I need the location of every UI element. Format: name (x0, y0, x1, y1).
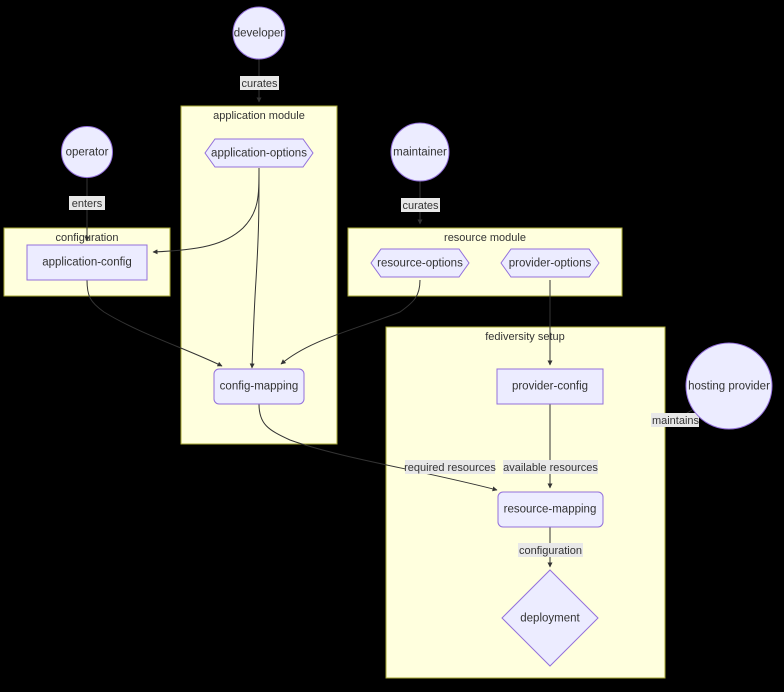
edge-providercfg-available: available resources (503, 404, 598, 489)
node-application-options[interactable]: application-options (204, 138, 314, 168)
edge-operator-enters-label: enters (72, 198, 103, 210)
edge-resopts-to-configmapping-path (280, 279, 421, 365)
edge-providercfg-available-label: available resources (503, 462, 598, 474)
edge-appopts-to-configmapping-path (249, 167, 260, 369)
node-developer-shape[interactable] (232, 6, 286, 60)
node-deployment-shape[interactable] (501, 569, 599, 667)
node-maintainer-label: maintainer (393, 147, 447, 159)
node-application-options-shape[interactable] (204, 138, 314, 168)
node-maintainer[interactable]: maintainer (390, 122, 450, 182)
edge-resmapping-configuration-label-bg (518, 543, 583, 557)
node-resource-options-shape[interactable] (370, 248, 470, 278)
node-config-mapping[interactable]: config-mapping (213, 368, 305, 405)
node-provider-options[interactable]: provider-options (500, 248, 600, 278)
node-provider-options-label: provider-options (509, 258, 592, 270)
node-hosting-provider[interactable]: hosting provider (685, 342, 773, 430)
edge-hosting-provider-maintains-label: maintains (652, 415, 700, 427)
edge-maintainer-curates: curates (401, 178, 440, 225)
node-resource-mapping[interactable]: resource-mapping (497, 491, 604, 528)
edge-hosting-provider-maintains: maintains (651, 409, 700, 427)
node-config-mapping-label: config-mapping (220, 381, 299, 393)
node-application-config[interactable]: application-config (26, 244, 148, 281)
cluster-resource-module-label: resource module (444, 232, 526, 244)
edge-maintainer-curates-label-bg (401, 198, 440, 212)
node-application-config-shape[interactable] (26, 244, 148, 281)
edge-appconfig-to-configmapping-path (86, 279, 223, 367)
node-hosting-provider-label: hosting provider (688, 381, 770, 393)
edge-appconfig-to-configmapping (86, 279, 223, 367)
edge-developer-curates: curates (240, 59, 279, 103)
edge-configmapping-required: required resources (258, 403, 498, 492)
node-deployment[interactable]: deployment (501, 569, 599, 667)
node-application-options-label: application-options (211, 148, 307, 160)
edge-appopts-to-configmapping (249, 167, 260, 369)
edge-developer-curates-label-bg (240, 76, 279, 90)
edge-providercfg-available-label-bg (503, 460, 598, 474)
node-developer[interactable]: developer (232, 6, 286, 60)
node-resource-mapping-shape[interactable] (497, 491, 604, 528)
node-provider-config-label: provider-config (512, 381, 588, 393)
node-provider-options-shape[interactable] (500, 248, 600, 278)
edge-resmapping-configuration-label: configuration (519, 545, 582, 557)
node-resource-options[interactable]: resource-options (370, 248, 470, 278)
node-operator[interactable]: operator (61, 126, 113, 178)
cluster-application-module-label: application module (213, 110, 305, 122)
edge-resmapping-configuration: configuration (518, 527, 583, 568)
edge-configmapping-required-label-bg (405, 460, 495, 474)
edge-operator-enters-label-bg (69, 196, 105, 210)
edge-maintainer-curates-label: curates (402, 200, 439, 212)
node-application-config-label: application-config (42, 257, 132, 269)
node-hosting-provider-shape[interactable] (685, 342, 773, 430)
node-deployment-label: deployment (520, 613, 580, 625)
edge-operator-enters: enters (69, 178, 105, 242)
edge-hosting-provider-maintains-label-bg (651, 413, 699, 427)
edge-configmapping-required-path (258, 403, 498, 492)
node-provider-config-shape[interactable] (496, 368, 604, 405)
edge-configmapping-required-label: required resources (404, 462, 496, 474)
node-resource-mapping-label: resource-mapping (504, 504, 597, 516)
node-developer-label: developer (234, 28, 285, 40)
edge-developer-curates-label: curates (241, 78, 278, 90)
cluster-fediversity-setup-label: fediversity setup (485, 331, 564, 343)
node-operator-shape[interactable] (61, 126, 113, 178)
edge-resopts-to-configmapping (280, 279, 421, 365)
node-maintainer-shape[interactable] (390, 122, 450, 182)
node-config-mapping-shape[interactable] (213, 368, 305, 405)
node-resource-options-label: resource-options (377, 258, 463, 270)
node-operator-label: operator (66, 147, 109, 159)
node-provider-config[interactable]: provider-config (496, 368, 604, 405)
